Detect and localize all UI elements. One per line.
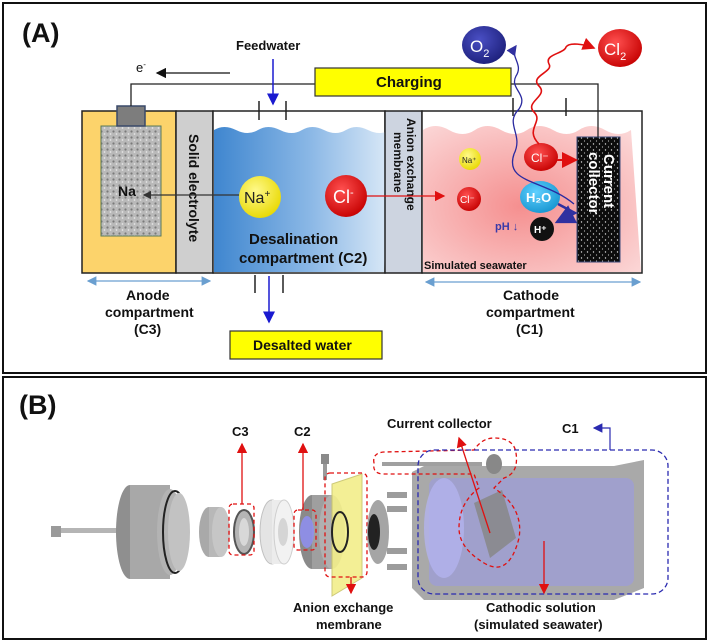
panel-b: (B) C3 <box>2 376 707 640</box>
o2-molecule <box>462 26 506 64</box>
cathode-na-ion <box>459 148 481 170</box>
cl2-evolution-arrow <box>530 37 596 145</box>
desalted-water-label: Desalted water <box>253 337 352 353</box>
cathode-cl-oxidizing-label: Cl⁻ <box>531 151 549 165</box>
solid-electrolyte <box>175 110 214 274</box>
cell-schematic: Na Solid electrolyte Desalination compar… <box>81 26 643 360</box>
hydrogen-ion <box>530 217 554 241</box>
charging-label: Charging <box>376 74 442 91</box>
desalted-water-box <box>229 330 383 360</box>
end-screw-head <box>51 526 61 537</box>
aem-label-line1: Anion exchange <box>404 118 418 211</box>
collector-rod <box>382 462 482 466</box>
o2-label: O2 <box>470 37 489 60</box>
anion-exchange-membrane <box>384 110 423 274</box>
current-collector-label-line1: Current <box>600 154 617 208</box>
c3-label: C3 <box>232 424 249 439</box>
current-collector-label-line2: collector <box>585 152 602 215</box>
aem-highlight <box>324 472 368 578</box>
c2-highlight <box>293 509 317 551</box>
desal-label-line1: Desalination <box>249 231 338 248</box>
cathode-na-label: Na⁺ <box>462 156 476 165</box>
ph-decrease-label: pH ↓ <box>495 221 518 233</box>
desal-label-line2: compartment (C2) <box>239 250 367 267</box>
na-ion <box>239 176 281 218</box>
circuit-wire-right <box>499 83 599 137</box>
water-oxidation-arrow <box>554 202 578 224</box>
cl2-molecule <box>598 29 642 67</box>
solid-electrolyte-label: Solid electrolyte <box>186 134 202 242</box>
desalination-compartment <box>214 127 390 272</box>
simulated-seawater-label: Simulated seawater <box>424 260 527 272</box>
cathodic-label-line2: (simulated seawater) <box>474 617 603 632</box>
anode-label-line3: (C3) <box>134 321 161 337</box>
charging-box <box>314 67 512 97</box>
water-molecule <box>520 181 560 213</box>
exploded-assembly: C3 C2 Anion exchange membrane <box>51 416 669 632</box>
cathode-label-line2: compartment <box>486 304 575 320</box>
na-electrode-label: Na <box>118 183 136 199</box>
collector-highlight <box>373 437 521 568</box>
cathode-cl-ion <box>457 187 481 211</box>
current-collector <box>576 136 621 263</box>
aem-label-line2: membrane <box>391 132 405 193</box>
cl-ion <box>325 175 367 217</box>
cathode-cl-oxidizing <box>524 143 558 171</box>
panel-a-label: (A) <box>22 18 60 48</box>
end-screw-shaft <box>61 528 117 533</box>
aem-label-line1: Anion exchange <box>293 600 393 615</box>
panel-b-label: (B) <box>19 390 57 420</box>
anode-label-line1: Anode <box>126 287 170 303</box>
collector-arrow <box>456 436 491 534</box>
aem-label-line2: membrane <box>316 617 382 632</box>
sodium-electrode <box>100 125 162 237</box>
anode-label-line2: compartment <box>105 304 194 320</box>
panel-a: (A) <box>2 2 707 374</box>
cathode-cl-label: Cl⁻ <box>460 195 475 206</box>
feedwater-label: Feedwater <box>236 38 300 53</box>
cl2-label: Cl2 <box>604 40 626 63</box>
water-label: H₂O <box>526 190 551 205</box>
o2-evolution-arrow <box>506 44 575 205</box>
cathode-label-line3: (C1) <box>516 321 543 337</box>
cathodic-label-line1: Cathodic solution <box>486 600 596 615</box>
circuit-wire-left <box>130 83 316 106</box>
c2-label: C2 <box>294 424 311 439</box>
cathode-label-line1: Cathode <box>503 287 559 303</box>
collector-plate <box>474 490 516 558</box>
current-collector-label: Current collector <box>387 416 492 431</box>
c1-arrow <box>592 423 611 450</box>
c1-label: C1 <box>562 421 579 436</box>
cl-ion-label: Cl- <box>333 187 354 207</box>
electron-label: e- <box>136 60 146 75</box>
na-ion-label: Na+ <box>244 189 270 207</box>
anode-terminal <box>116 105 146 127</box>
hydrogen-ion-label: H⁺ <box>534 225 547 236</box>
